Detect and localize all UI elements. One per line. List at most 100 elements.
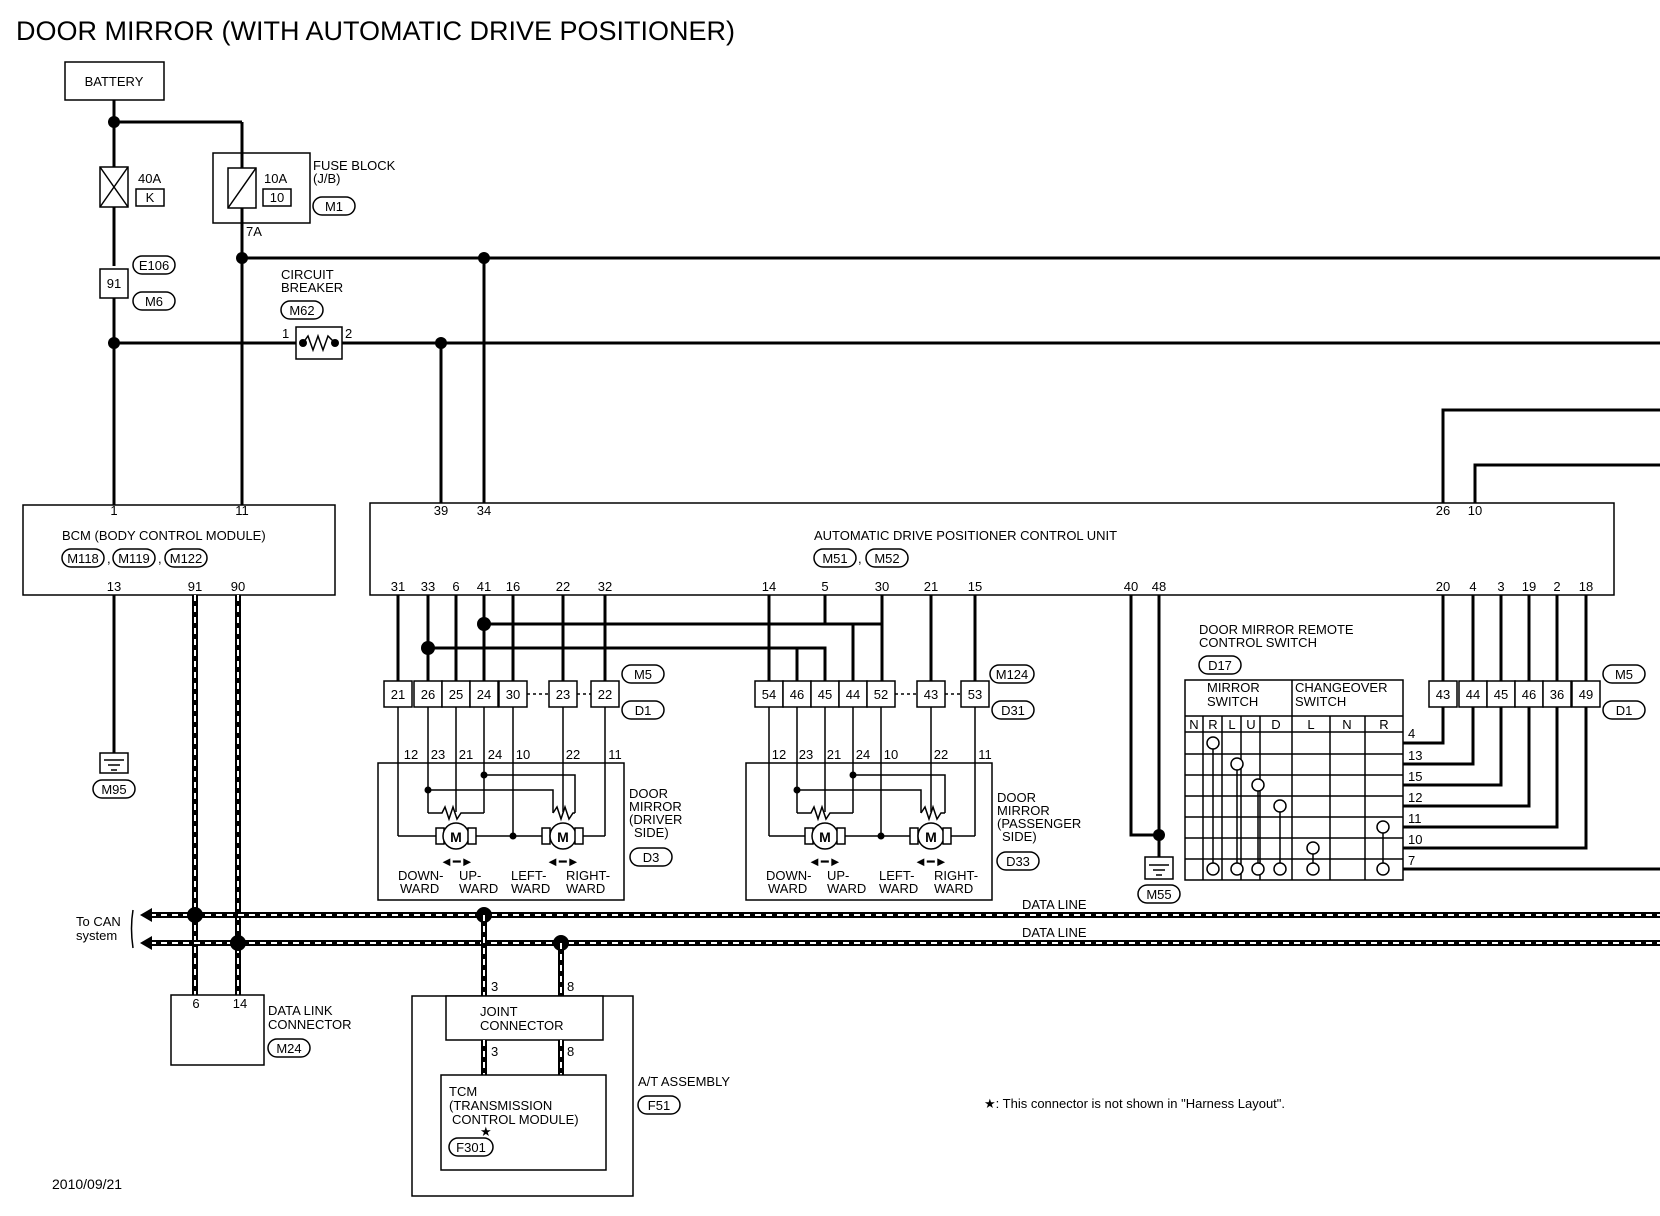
switch-contacts [1206, 736, 1390, 876]
right-conn-pin: 43 [1436, 687, 1450, 702]
driver-mirror-pin: 11 [608, 747, 622, 762]
tcm-conn: F301 [456, 1140, 486, 1155]
driver-conn-d: D1 [635, 703, 652, 718]
arrow-icon: ◄━► [914, 854, 948, 869]
pass-mirror-pin: 21 [827, 747, 841, 762]
adp-pin: 32 [598, 579, 612, 594]
driver-mirror-label: SIDE) [634, 825, 669, 840]
fuse-block-conn: M1 [325, 199, 343, 214]
right-conn-pin: 46 [1522, 687, 1536, 702]
pass-mirror-label: SIDE) [1002, 829, 1037, 844]
adp-pin: 19 [1522, 579, 1536, 594]
bcm-pin: 1 [110, 503, 117, 518]
remote-col: N [1342, 717, 1351, 732]
fusible-link-40a [99, 166, 129, 208]
remote-conn: D17 [1208, 658, 1232, 673]
remote-changeover-switch: CHANGEOVER [1295, 680, 1387, 695]
splice-91 [99, 268, 129, 299]
adp-pin: 2 [1553, 579, 1560, 594]
pass-mirror-dir: RIGHT- [934, 868, 978, 883]
driver-mirror-label: (DRIVER [629, 812, 682, 827]
tcm-label: TCM [449, 1084, 477, 1099]
driver-conn-pin: 30 [506, 687, 520, 702]
bcm-pin: 90 [231, 579, 245, 594]
adp-pin: 41 [477, 579, 491, 594]
adp-label: AUTOMATIC DRIVE POSITIONER CONTROL UNIT [814, 528, 1117, 543]
pass-mirror-pin: 22 [934, 747, 948, 762]
pass-mirror-label: (PASSENGER [997, 816, 1081, 831]
pass-conn-pin: 52 [874, 687, 888, 702]
remote-label: CONTROL SWITCH [1199, 635, 1317, 650]
driver-mirror-dir: UP- [459, 868, 481, 883]
driver-mirror-dir: WARD [566, 881, 605, 896]
pass-mirror-conn: D33 [1006, 854, 1030, 869]
adp-pin: 16 [506, 579, 520, 594]
adp-pin: 30 [875, 579, 889, 594]
remote-col: L [1228, 717, 1235, 732]
can-to-label: To CAN [76, 914, 121, 929]
adp-pin: 20 [1436, 579, 1450, 594]
adp-control-unit-box [369, 502, 1615, 596]
tcm-star: ★ [480, 1124, 492, 1139]
adp-conn-sep: , [858, 551, 862, 566]
bcm-conn-sep: , [107, 551, 111, 566]
adp-pin: 14 [762, 579, 776, 594]
adp-pin: 10 [1468, 503, 1482, 518]
right-conn-d: D1 [1616, 703, 1633, 718]
driver-conn-m: M5 [634, 667, 652, 682]
adp-pin: 3 [1497, 579, 1504, 594]
pass-mirror-pin: 12 [772, 747, 786, 762]
right-conn-pin: 49 [1579, 687, 1593, 702]
svg-text:M: M [819, 829, 831, 845]
remote-row-pins: 4 13 15 12 11 10 7 [1408, 726, 1422, 868]
adp-pin: 18 [1579, 579, 1593, 594]
right-conn-pin: 36 [1550, 687, 1564, 702]
driver-mirror-pin: 10 [516, 747, 530, 762]
driver-mirror-label: DOOR [629, 786, 668, 801]
battery-label: BATTERY [85, 74, 144, 89]
driver-mirror-dir: DOWN- [398, 868, 444, 883]
passenger-connector [754, 680, 990, 708]
battery-box [64, 61, 165, 101]
motor-icon: M [804, 822, 846, 850]
adp-pin: 6 [452, 579, 459, 594]
driver-conn-pin: 26 [421, 687, 435, 702]
pass-conn-pin: 45 [818, 687, 832, 702]
pass-conn-pin: 44 [846, 687, 860, 702]
right-connector [1428, 680, 1601, 708]
remote-row-pin: 15 [1408, 769, 1422, 784]
remote-mirror-switch: SWITCH [1207, 694, 1258, 709]
svg-text:M: M [450, 829, 462, 845]
remote-col: R [1208, 717, 1217, 732]
can-line-label: DATA LINE [1022, 925, 1087, 940]
motor-icon: M [909, 822, 952, 850]
dlc-label: DATA LINK [268, 1003, 333, 1018]
joint-label: CONNECTOR [480, 1018, 564, 1033]
at-conn: F51 [648, 1098, 670, 1113]
right-conn-pin: 44 [1466, 687, 1480, 702]
at-pin: 3 [491, 979, 498, 994]
adp-pin: 5 [821, 579, 828, 594]
fuse-block-label-1: FUSE BLOCK [313, 158, 396, 173]
fuse40-amp: 40A [138, 171, 161, 186]
adp-conn-1: M51 [822, 551, 847, 566]
diagram-date: 2010/09/21 [52, 1176, 122, 1192]
adp-conn-2: M52 [874, 551, 899, 566]
breaker-pin-out: 2 [345, 326, 352, 341]
joint-label: JOINT [480, 1004, 518, 1019]
remote-switch-table [1184, 679, 1404, 881]
adp-pin: 15 [968, 579, 982, 594]
remote-row-pin: 12 [1408, 790, 1422, 805]
driver-mirror-dir: RIGHT- [566, 868, 610, 883]
can-to-label: system [76, 928, 117, 943]
fuse-block-label-2: (J/B) [313, 171, 340, 186]
pass-mirror-pin: 10 [884, 747, 898, 762]
remote-col: U [1246, 717, 1255, 732]
bcm-conn-3: M122 [170, 551, 203, 566]
svg-text:M: M [557, 829, 569, 845]
motor-icon: M [541, 822, 584, 850]
driver-conn-pin: 23 [556, 687, 570, 702]
remote-row-pin: 13 [1408, 748, 1422, 763]
driver-mirror-dir: WARD [400, 881, 439, 896]
